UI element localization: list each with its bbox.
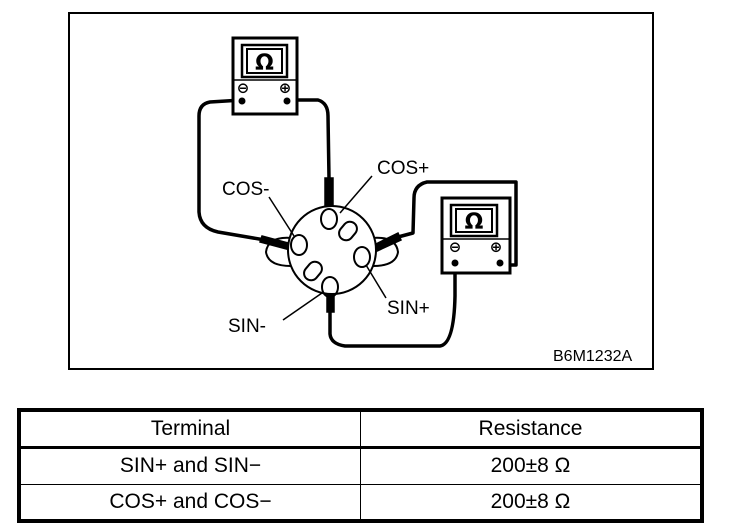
lead-meter2-negative — [328, 260, 457, 348]
lead-meter1-negative — [197, 98, 267, 242]
lead-meter1-positive — [285, 98, 331, 180]
table-row: COS+ and COS− 200±8 Ω — [20, 483, 701, 520]
label-leaders — [268, 175, 387, 321]
diagram-frame — [68, 12, 654, 370]
cell-terminal: SIN+ and SIN− — [20, 447, 361, 485]
ohm-symbol-right: Ω — [465, 210, 484, 235]
header-resistance: Resistance — [360, 411, 701, 449]
sensor-connector — [264, 205, 400, 298]
test-leads — [197, 98, 518, 348]
table-row: SIN+ and SIN− 200±8 Ω — [20, 447, 701, 485]
label-sin-plus: SIN+ — [387, 298, 430, 319]
cell-resistance: 200±8 Ω — [360, 447, 701, 485]
figure-code: B6M1232A — [553, 348, 632, 365]
lead-meter2-positive — [396, 180, 518, 267]
header-terminal: Terminal — [20, 411, 361, 449]
positive-terminal-icon: ⊕ — [279, 79, 292, 97]
positive-terminal-icon: ⊕ — [490, 238, 503, 256]
negative-terminal-icon: ⊖ — [449, 238, 462, 256]
cell-resistance: 200±8 Ω — [360, 483, 701, 520]
label-cos-minus: COS- — [222, 179, 270, 200]
ohm-symbol-top: Ω — [255, 51, 274, 76]
negative-terminal-icon: ⊖ — [237, 79, 250, 97]
resistance-spec-table: Terminal Resistance SIN+ and SIN− 200±8 … — [17, 408, 704, 523]
table-header-row: Terminal Resistance — [20, 411, 701, 449]
label-cos-plus: COS+ — [377, 158, 429, 179]
ohmmeter-top: Ω ⊖ ⊕ — [231, 36, 299, 116]
label-sin-minus: SIN- — [228, 316, 266, 337]
cell-terminal: COS+ and COS− — [20, 483, 361, 520]
ohmmeter-right: Ω ⊖ ⊕ — [440, 196, 512, 275]
